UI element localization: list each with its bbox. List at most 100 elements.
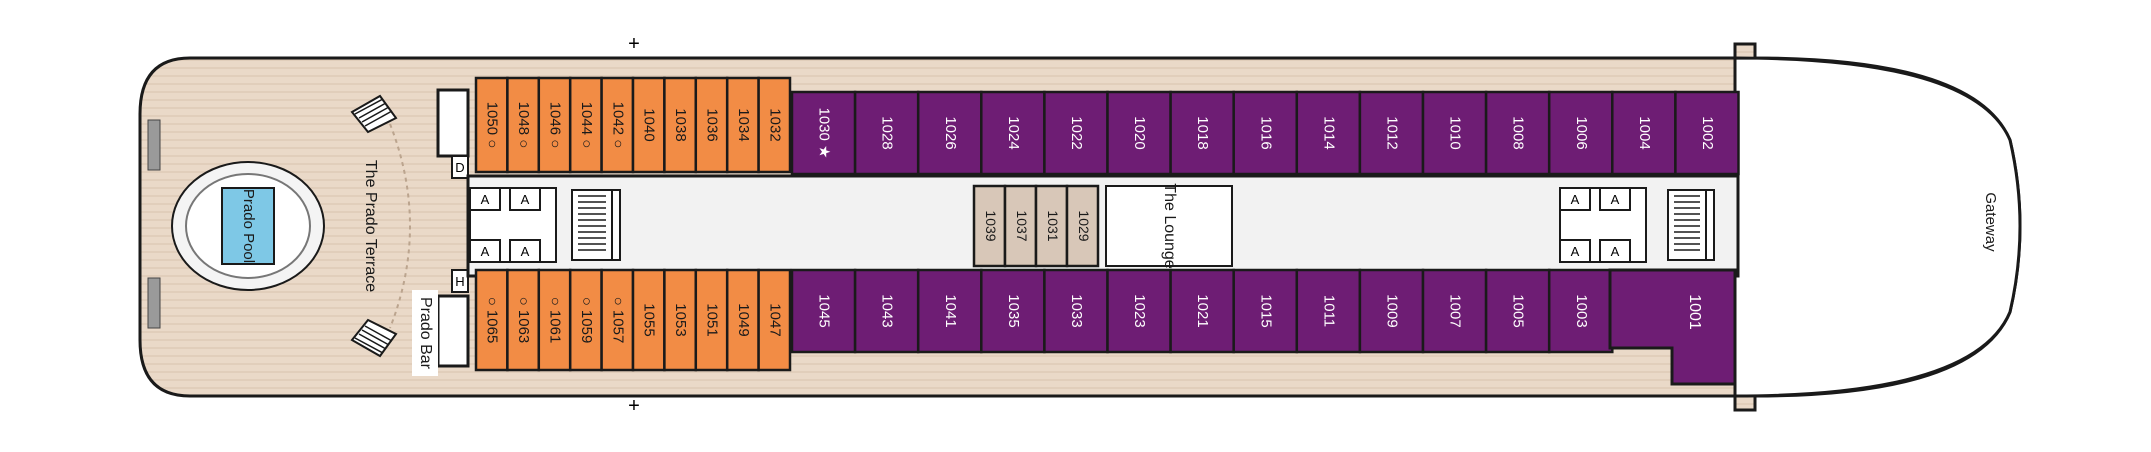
cabin-1044[interactable] [568,76,603,174]
elevator-letter: A [1571,192,1580,207]
cabin-1047[interactable] [757,268,792,372]
bar-label: Prado Bar [417,297,434,370]
cabin-1061[interactable] [537,268,572,372]
cabin-1053[interactable] [663,268,698,372]
cabin-label: ○ 1063 [515,297,532,344]
the-lounge [1105,185,1233,267]
cabin-1002[interactable] [1674,90,1740,176]
cabin-1003[interactable] [1547,268,1614,354]
cabin-label: 1047 [766,303,783,336]
cabin-1026[interactable] [916,90,983,176]
elevator-letter: A [521,192,530,207]
cabin-label: 1003 [1573,294,1590,327]
cabin-1030[interactable] [790,90,857,176]
central-corridor [466,174,1740,278]
cabin-label: 1035 [1005,294,1022,327]
cabin-1023[interactable] [1106,268,1172,354]
cabin-1049[interactable] [725,268,760,372]
cabin-label: 1049 [735,303,752,336]
cabin-label: ○ 1065 [484,297,501,344]
cabin-1015[interactable] [1232,268,1299,354]
cabin-label: 1042 ○ [609,102,626,149]
cabin-1034[interactable] [725,76,760,174]
cabin-label: 1011 [1320,295,1337,327]
elevator-box [1599,187,1631,211]
elevator-letter: A [1611,192,1620,207]
cabin-1018[interactable] [1169,90,1235,176]
cabin-1050[interactable] [474,76,509,174]
cabin-1005[interactable] [1484,268,1551,354]
elevator-box [469,239,501,263]
cabin-1010[interactable] [1421,90,1488,176]
cabin-1001[interactable] [1608,268,1737,386]
prado-bar-area [412,290,438,376]
cabin-1045[interactable] [790,268,857,354]
elevator-box [509,187,541,211]
cabin-label: 1041 [942,294,959,327]
cabin-label: 1015 [1257,294,1274,327]
cabin-label: 1010 [1447,116,1464,149]
pool-label: Prado Pool [240,189,257,263]
elevator-box [1559,239,1591,263]
prado-pool: Prado Pool [171,161,325,291]
cabin-label: ○ 1061 [547,297,564,344]
elevator-box [1559,187,1591,211]
cabin-1016[interactable] [1232,90,1299,176]
cabin-1020[interactable] [1106,90,1172,176]
service-block-h [451,269,469,293]
elevator-box [509,239,541,263]
cabin-label: 1026 [942,116,959,149]
cabin-label: 1008 [1510,116,1527,149]
cabin-label: 1031 [1045,210,1061,241]
cabin-label: 1050 ○ [484,102,501,149]
elevator-box [469,187,501,211]
cabin-label: 1023 [1131,294,1148,327]
terrace-steps-top [350,94,398,134]
cabin-label: 1014 [1320,116,1337,149]
elevator-letter: A [481,192,490,207]
cabin-1039[interactable] [972,184,1007,268]
cabin-1029[interactable] [1065,184,1100,268]
plus-bottom: + [628,395,640,417]
cabin-1032[interactable] [757,76,792,174]
cabin-1043[interactable] [853,268,920,354]
cabin-label: 1040 [641,108,658,141]
service-letter-d: D [455,160,464,175]
elevator-box [1599,239,1631,263]
cabin-label: 1012 [1383,116,1400,149]
cabin-label: 1022 [1068,116,1085,149]
cabin-1007[interactable] [1421,268,1488,354]
cabin-1011[interactable] [1295,268,1362,354]
elevator-letter: A [1611,244,1620,259]
cabin-1048[interactable] [506,76,541,174]
elevator-letter: A [481,244,490,259]
cabin-1051[interactable] [694,268,729,372]
cabin-label: 1002 [1699,116,1716,149]
cabin-1031[interactable] [1034,184,1069,268]
cabin-1037[interactable] [1003,184,1038,268]
cabin-1041[interactable] [916,268,983,354]
cabin-1038[interactable] [663,76,698,174]
cabin-label: 1006 [1573,116,1590,149]
cabin-1035[interactable] [980,268,1046,354]
rail-left-top [147,119,161,171]
cabin-1022[interactable] [1043,90,1109,176]
service-block-d-top [436,88,470,158]
cabin-1057[interactable] [600,268,635,372]
cabin-label: 1034 [735,108,752,141]
cabin-1059[interactable] [568,268,603,372]
cabin-1014[interactable] [1295,90,1362,176]
lounge-label: The Lounge [1161,183,1178,269]
cabin-label: 1020 [1131,116,1148,149]
cabin-label: 1037 [1014,210,1030,241]
service-block-d [451,155,469,179]
cabin-label: 1005 [1510,294,1527,327]
cabin-label: 1039 [983,210,999,241]
rail-left-bottom [147,277,161,329]
